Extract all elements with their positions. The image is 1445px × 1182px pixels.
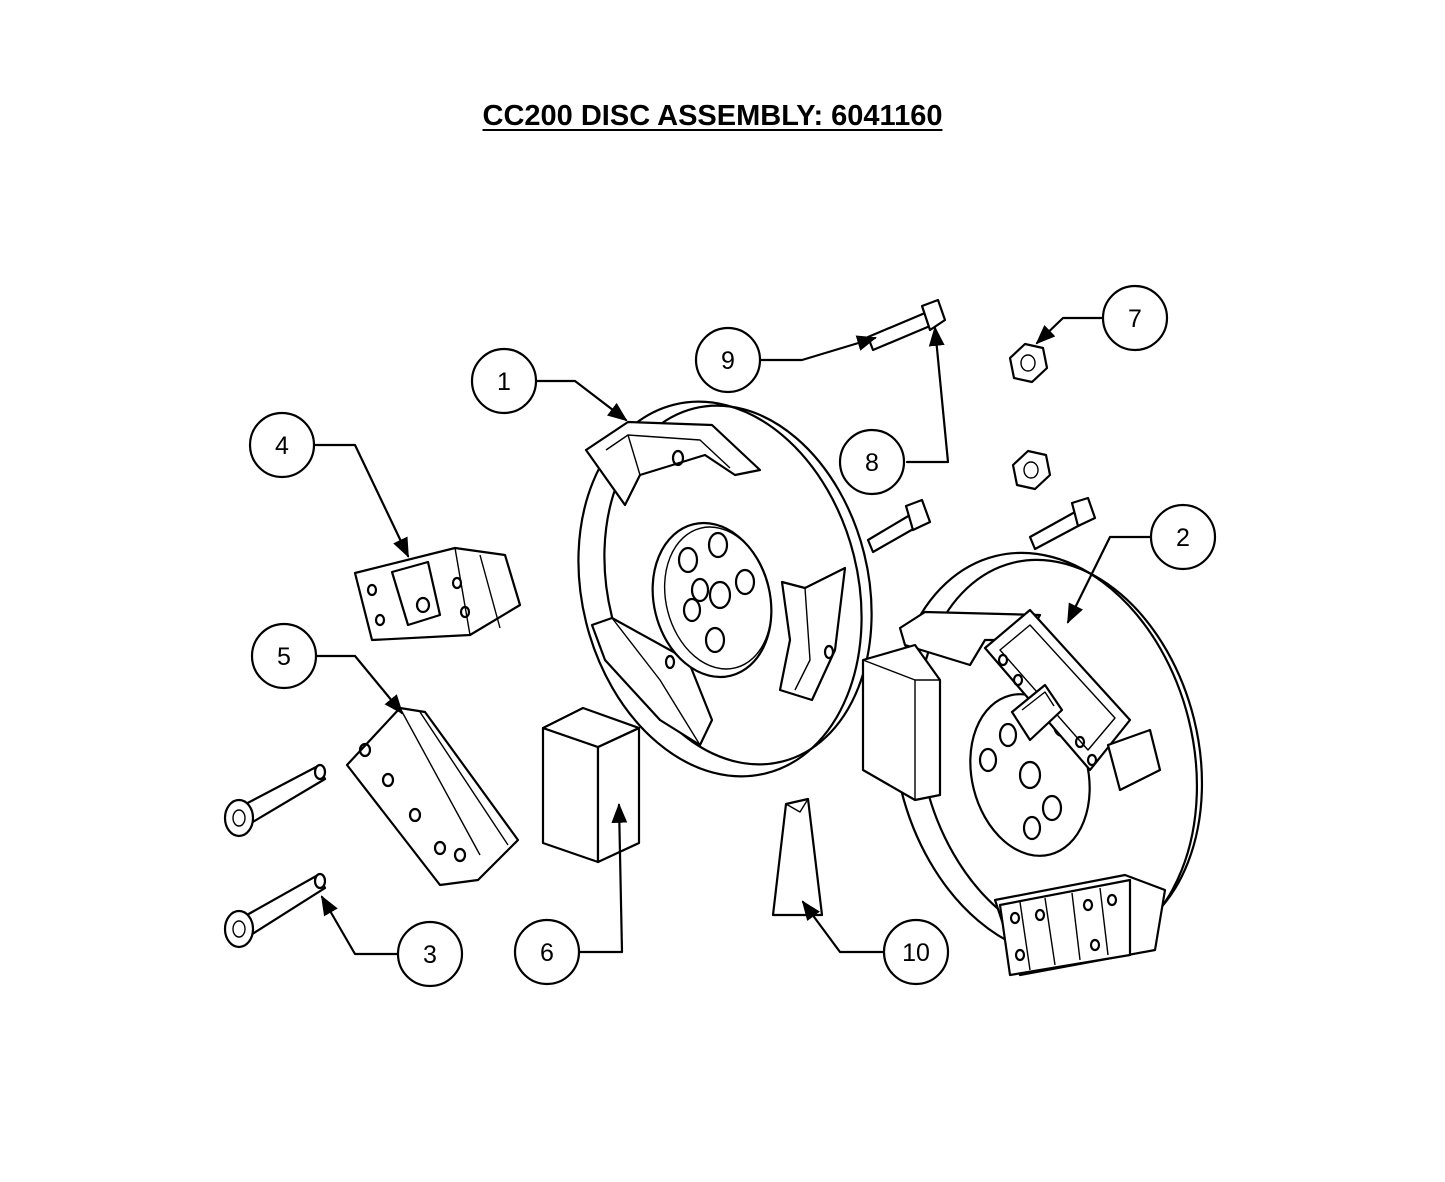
holder-part-4 (353, 546, 522, 642)
callout-5-label: 5 (277, 643, 291, 671)
bolts-part-8-9 (866, 298, 1097, 554)
callout-8-label: 8 (865, 449, 879, 477)
callout-10-label: 10 (902, 939, 930, 967)
drawing-title: CC200 DISC ASSEMBLY: 6041160 (482, 100, 943, 132)
holder-part-5 (345, 706, 520, 887)
disc-part-1 (577, 400, 873, 778)
callout-6-label: 6 (540, 939, 554, 967)
screws-part-3 (223, 763, 327, 949)
callout-2: 2 (1149, 503, 1217, 571)
spacer-block (861, 643, 942, 802)
callout-8: 8 (838, 428, 906, 496)
callout-3: 3 (396, 920, 464, 988)
block-part-6 (541, 706, 641, 864)
callout-3-label: 3 (423, 941, 437, 969)
callout-4-label: 4 (275, 432, 289, 460)
callout-10: 10 (882, 918, 950, 986)
wedge-part-10 (771, 797, 824, 917)
nuts-part-7 (1008, 342, 1052, 491)
callout-5: 5 (250, 622, 318, 690)
callout-4: 4 (248, 411, 316, 479)
leader-lines (311, 316, 1153, 956)
callout-7: 7 (1101, 284, 1169, 352)
callout-1-label: 1 (497, 368, 511, 396)
callout-1: 1 (470, 347, 538, 415)
callout-9: 9 (694, 326, 762, 394)
callout-6: 6 (513, 918, 581, 986)
callout-2-label: 2 (1176, 524, 1190, 552)
callout-9-label: 9 (721, 347, 735, 375)
callout-7-label: 7 (1128, 305, 1142, 333)
